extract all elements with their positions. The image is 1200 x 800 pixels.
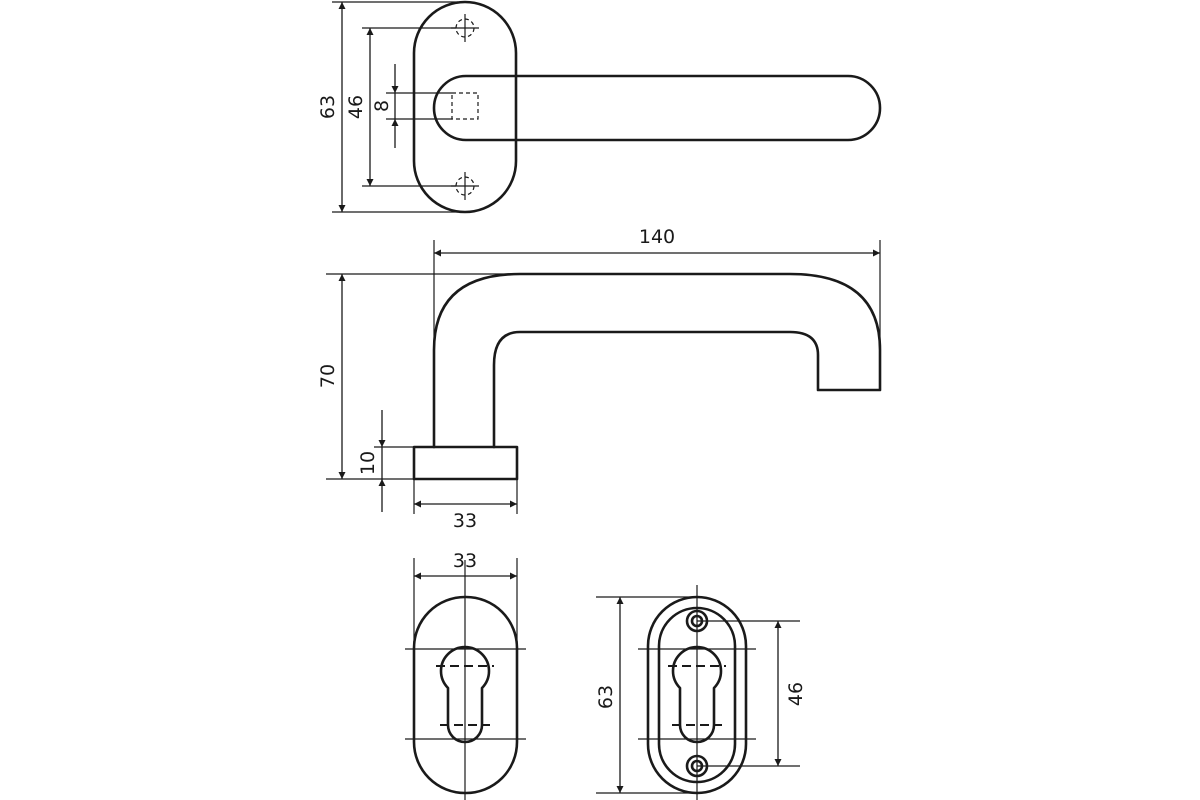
dim-label-8-top: 8 — [371, 100, 393, 112]
side-view: 140 70 10 33 — [317, 226, 882, 532]
side-rose-base — [412, 445, 519, 481]
dim-label-33-side: 33 — [453, 510, 477, 532]
top-handle-lever — [432, 74, 882, 142]
top-view: 63 46 8 — [317, 0, 882, 214]
keyhole-plain — [439, 645, 491, 744]
keyhole-screwed — [671, 645, 723, 744]
dim-label-46-top: 46 — [345, 95, 367, 119]
top-rose-plate — [412, 0, 518, 214]
dim-label-70: 70 — [317, 364, 339, 388]
escutcheon-plain: 33 — [405, 550, 526, 800]
dim-label-140: 140 — [639, 226, 675, 248]
dim-label-46-esc: 46 — [785, 682, 807, 706]
dim-label-63-esc: 63 — [595, 685, 617, 709]
spindle-square — [451, 92, 479, 120]
dim-label-33-esc: 33 — [453, 550, 477, 572]
side-handle-profile — [432, 272, 882, 449]
escutcheon-screwed: 63 46 — [595, 585, 807, 800]
dim-label-63-top: 63 — [317, 95, 339, 119]
dim-label-10: 10 — [357, 451, 379, 475]
